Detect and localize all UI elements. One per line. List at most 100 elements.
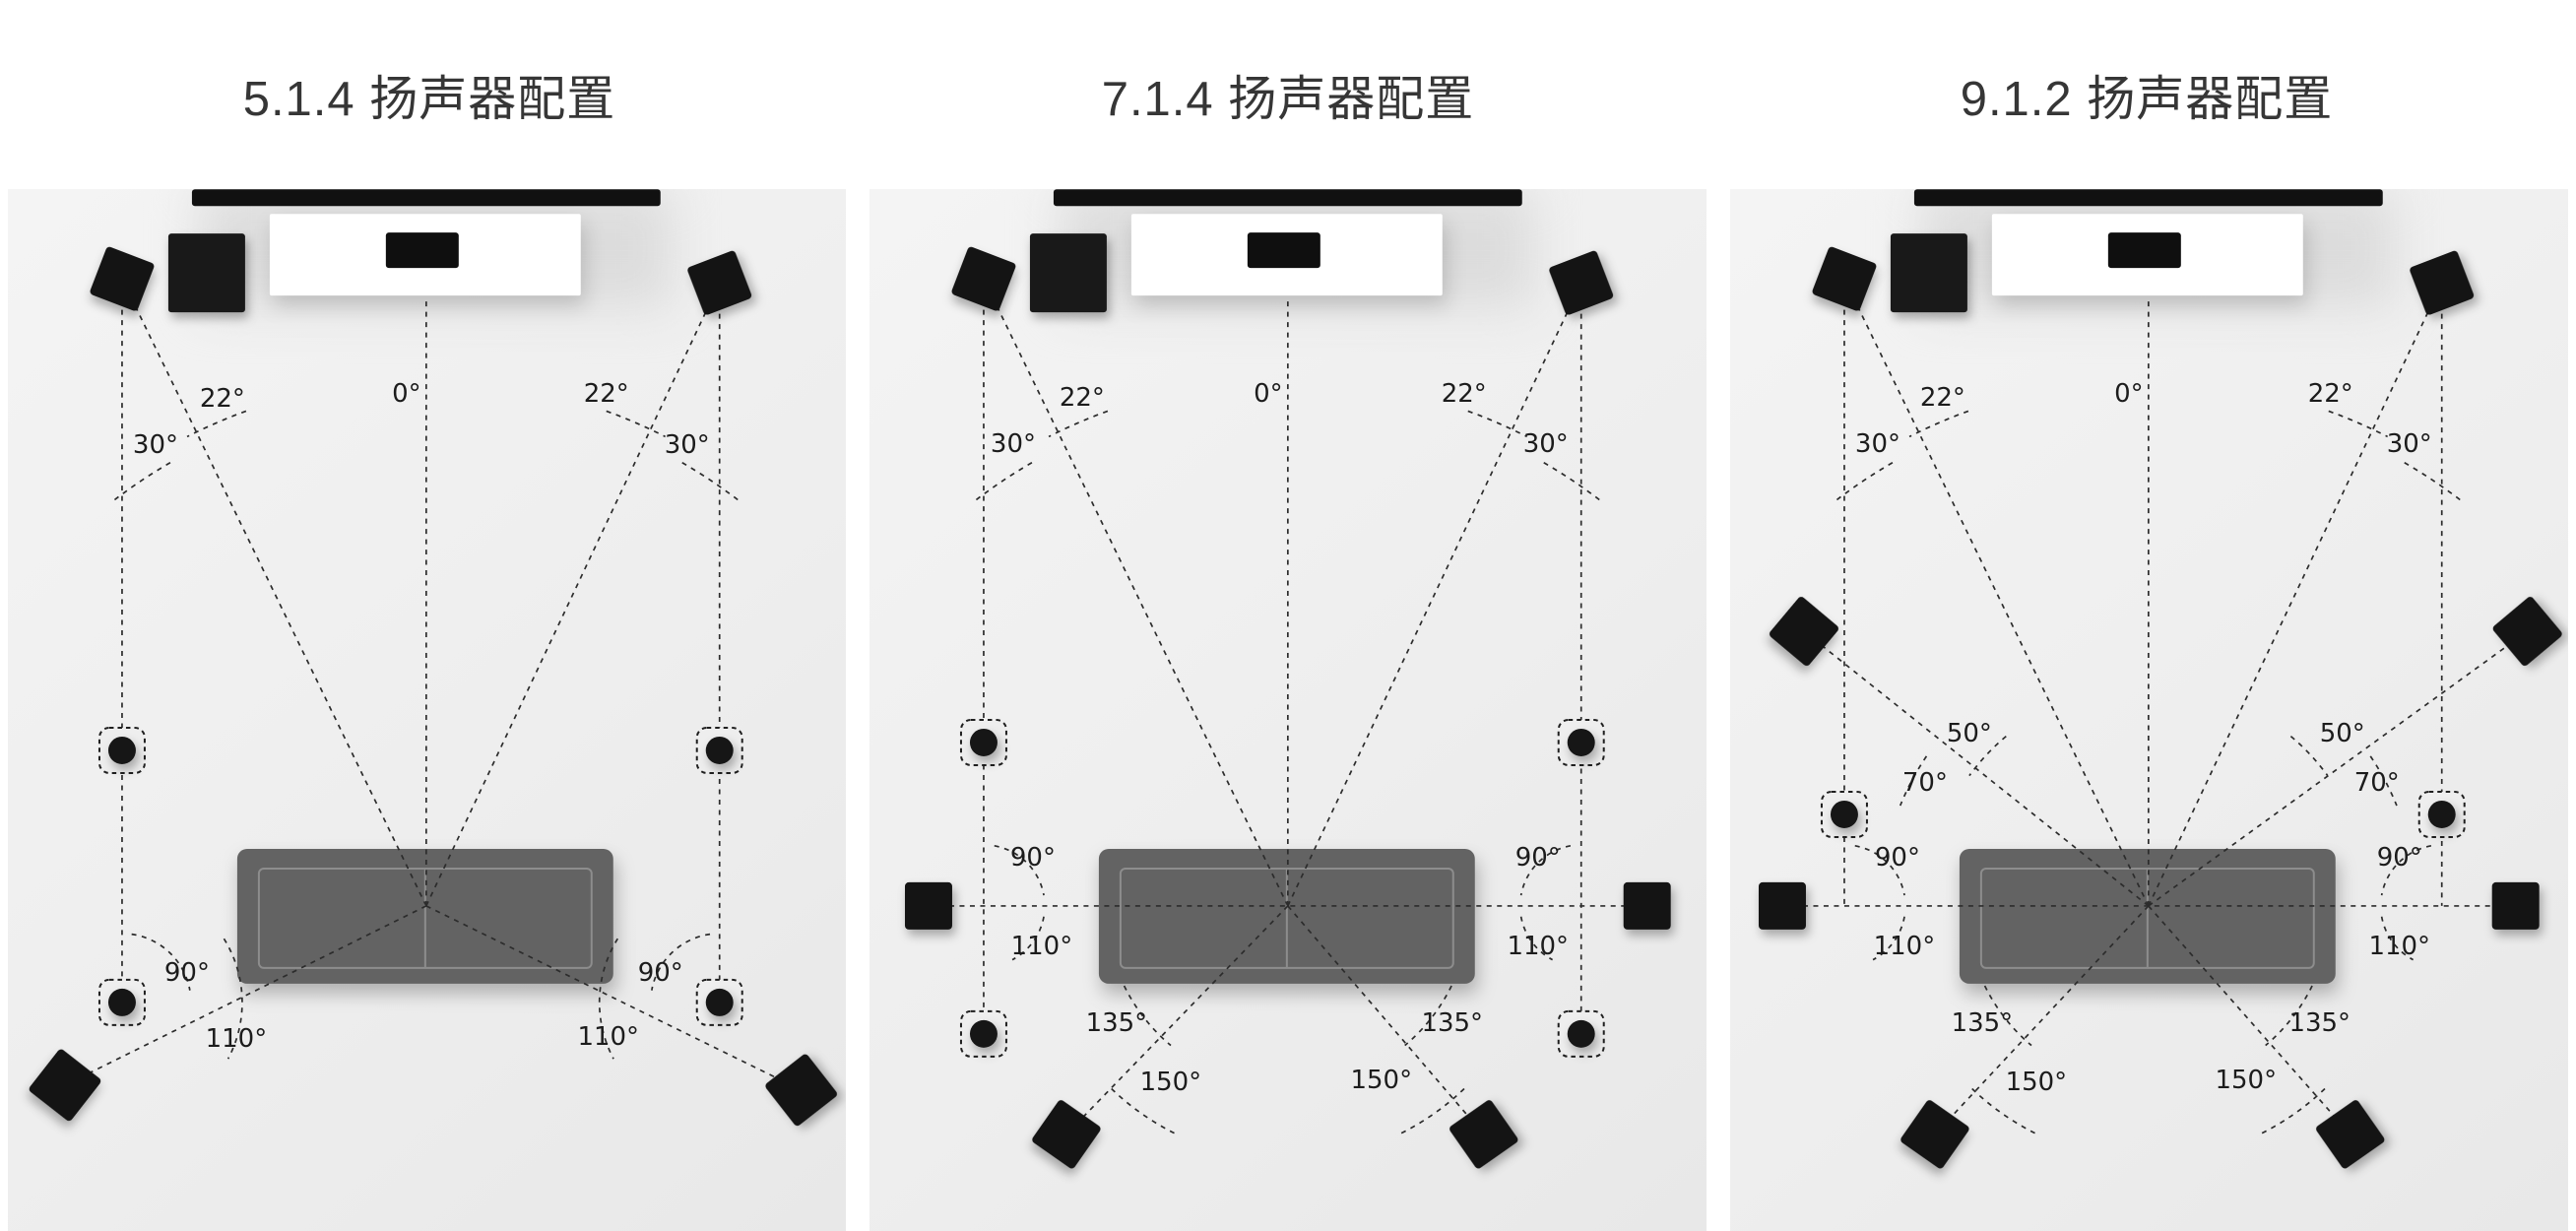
- angle-label: 110°: [206, 1024, 268, 1054]
- diagram-row: 22° 0° 22° 30° 30° 90° 90° 110° 110° 22° 0° 22° 30°…: [0, 189, 2576, 1231]
- angle-arc: [1900, 755, 1928, 807]
- angle-arc: [972, 462, 1033, 503]
- angle-label: 110°: [1874, 932, 1936, 961]
- guide-line: [1286, 905, 1485, 1135]
- subwoofer: [1029, 233, 1107, 313]
- angle-label: 150°: [1139, 1068, 1201, 1097]
- angle-arc: [1833, 462, 1894, 503]
- angle-arc: [1467, 410, 1527, 438]
- angle-arc: [2328, 410, 2389, 438]
- side-surround-left-speaker: [904, 881, 952, 930]
- diagram-svg-7.1.4: 22°0°22°30°30°90°90°110°110°135°135°150°…: [904, 189, 1671, 1169]
- guide-line: [425, 282, 721, 907]
- angle-label: 0°: [1254, 379, 1283, 409]
- tv-screen: [1053, 189, 1522, 207]
- angle-arc: [598, 938, 618, 1060]
- angle-arc: [1519, 845, 1571, 896]
- angle-label: 135°: [2289, 1008, 2351, 1038]
- front-right-speaker: [687, 250, 752, 315]
- angle-label: 0°: [392, 379, 421, 409]
- angle-arc: [606, 410, 667, 438]
- angle-label: 22°: [200, 384, 245, 414]
- top-rear-right-speaker: [695, 978, 743, 1026]
- angle-label: 110°: [1010, 932, 1072, 961]
- rear-surround-left-speaker: [1900, 1100, 1969, 1169]
- surround-right-speaker: [765, 1054, 837, 1127]
- top-rear-left-speaker: [959, 1009, 1007, 1058]
- title-5-1-4: 5.1.4 扬声器配置: [242, 72, 616, 126]
- subwoofer: [167, 233, 245, 313]
- angle-arc: [2290, 735, 2329, 777]
- angle-label: 30°: [991, 429, 1036, 459]
- angle-label: 90°: [1514, 843, 1560, 873]
- center-speaker: [1247, 232, 1320, 269]
- angle-arc: [2381, 845, 2432, 896]
- guide-line: [425, 905, 803, 1091]
- diagram-7-1-4: 22°0°22°30°30°90°90°110°110°135°135°150°…: [869, 189, 1707, 1231]
- front-left-speaker: [90, 246, 155, 311]
- angle-label: 22°: [1060, 383, 1105, 413]
- title-9-1-2: 9.1.2 扬声器配置: [1960, 72, 2334, 126]
- angle-arc: [681, 462, 742, 503]
- angle-label: 135°: [1952, 1008, 2014, 1038]
- front-wide-right-speaker: [2493, 597, 2563, 667]
- top-right-speaker: [2418, 790, 2467, 838]
- diagram-svg-5.1.4: 22°0°22°30°30°90°90°110°110°: [29, 189, 837, 1127]
- angle-label: 90°: [164, 958, 210, 988]
- angle-label: 110°: [577, 1022, 639, 1052]
- top-front-left-speaker: [959, 718, 1007, 766]
- angle-arc: [2259, 1087, 2326, 1135]
- angle-label: 30°: [1522, 429, 1568, 459]
- title-row: 5.1.4 扬声器配置 7.1.4 扬声器配置 9.1.2 扬声器配置: [0, 0, 2576, 189]
- front-right-speaker: [2410, 250, 2475, 315]
- angle-arc: [110, 462, 171, 503]
- angle-arc: [994, 845, 1045, 896]
- angle-label: 150°: [2216, 1066, 2278, 1095]
- top-rear-right-speaker: [1557, 1009, 1605, 1058]
- sofa: [1960, 848, 2337, 984]
- angle-label: 50°: [2320, 719, 2365, 748]
- guide-line: [1064, 905, 1289, 1135]
- angle-label: 90°: [2377, 843, 2422, 873]
- side-surround-left-speaker: [1759, 881, 1807, 930]
- angle-arc: [2369, 755, 2399, 807]
- angle-arc: [1542, 462, 1604, 503]
- side-surround-right-speaker: [2492, 881, 2541, 930]
- angle-arc: [2404, 462, 2465, 503]
- angle-arc: [1048, 410, 1108, 438]
- center-speaker: [2108, 232, 2182, 269]
- angle-label: 22°: [2308, 379, 2353, 409]
- angle-label: 110°: [1507, 932, 1569, 961]
- angle-arc: [651, 933, 711, 991]
- angle-label: 30°: [665, 430, 710, 460]
- angle-arc: [1398, 1087, 1465, 1135]
- top-rear-left-speaker: [97, 978, 146, 1026]
- diagram-5-1-4: 22°0°22°30°30°90°90°110°110°: [8, 189, 846, 1231]
- angle-label: 50°: [1947, 719, 1992, 748]
- rear-surround-left-speaker: [1031, 1100, 1101, 1169]
- angle-arc: [131, 933, 191, 991]
- guide-line: [1286, 282, 1582, 907]
- angle-label: 135°: [1085, 1008, 1147, 1038]
- angle-arc: [223, 938, 243, 1060]
- subwoofer: [1891, 233, 1968, 313]
- diagram-svg-9.1.2: 22°0°22°30°30°50°50°70°70°90°90°110°110°…: [1759, 189, 2563, 1169]
- rear-surround-right-speaker: [1449, 1100, 1518, 1169]
- angle-label: 0°: [2114, 379, 2144, 409]
- angle-label: 30°: [133, 430, 178, 460]
- front-right-speaker: [1548, 250, 1613, 315]
- tv-screen: [1914, 189, 2384, 207]
- center-speaker: [385, 232, 459, 269]
- angle-arc: [1971, 1087, 2038, 1135]
- top-left-speaker: [1821, 790, 1869, 838]
- angle-label: 70°: [2354, 768, 2400, 798]
- angle-label: 150°: [1350, 1066, 1412, 1095]
- angle-label: 30°: [1855, 429, 1900, 459]
- angle-label: 22°: [1920, 383, 1965, 413]
- angle-arc: [186, 410, 247, 438]
- angle-label: 135°: [1421, 1008, 1483, 1038]
- sofa: [1098, 848, 1475, 984]
- front-wide-left-speaker: [1770, 597, 1839, 667]
- angle-label: 110°: [2369, 932, 2431, 961]
